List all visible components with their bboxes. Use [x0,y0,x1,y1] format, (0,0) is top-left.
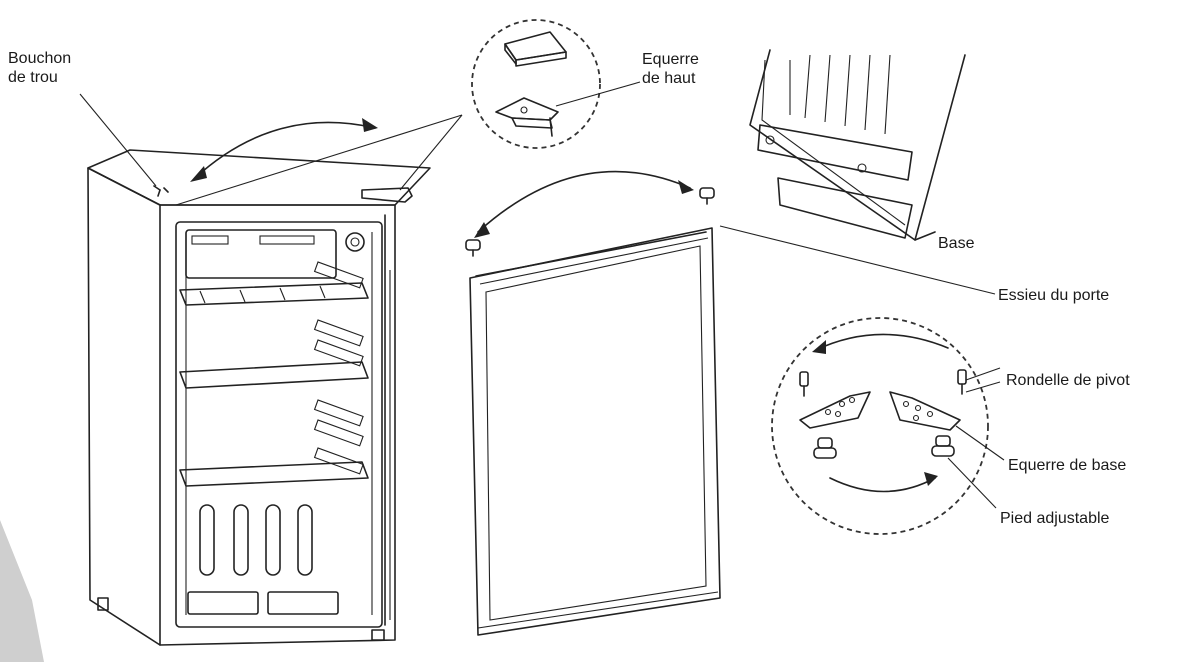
bottom-hinge-inset [771,317,989,535]
label-bouchon-line1: Bouchon [8,50,71,67]
bouchon-leader [79,93,157,187]
label-bouchon-line2: de trou [8,69,58,86]
label-base: Base [938,235,975,252]
label-equerre-haut-line2: de haut [642,70,696,87]
label-equerre-haut-line1: Equerre [642,51,699,68]
base-view [749,49,966,241]
top-swap-arrow [194,121,376,179]
door-swap-arrow [477,170,691,233]
corner-shade [0,520,44,662]
label-rondelle: Rondelle de pivot [1006,372,1130,389]
fridge-body [87,149,431,646]
equerre-base-leader [955,425,1005,461]
rondelle-leader-2 [965,381,1001,393]
top-swap-arrowhead-right [362,118,378,132]
door-swap-arrowhead-left [474,222,490,238]
door-swap-arrowhead-right [678,180,694,194]
essieu-leader [719,225,996,295]
label-equerre-base: Equerre de base [1008,457,1126,474]
top-hinge-inset [471,19,601,149]
pied-leader [947,457,997,509]
top-hinge-leader-1 [175,114,463,206]
top-hinge-leader-2 [399,114,463,191]
fridge-door [465,187,721,636]
label-essieu: Essieu du porte [998,287,1109,304]
equerre-haut-leader [555,81,641,107]
label-pied: Pied adjustable [1000,510,1110,527]
rondelle-leader-1 [965,367,1001,381]
top-swap-arrowhead-left [190,166,207,182]
